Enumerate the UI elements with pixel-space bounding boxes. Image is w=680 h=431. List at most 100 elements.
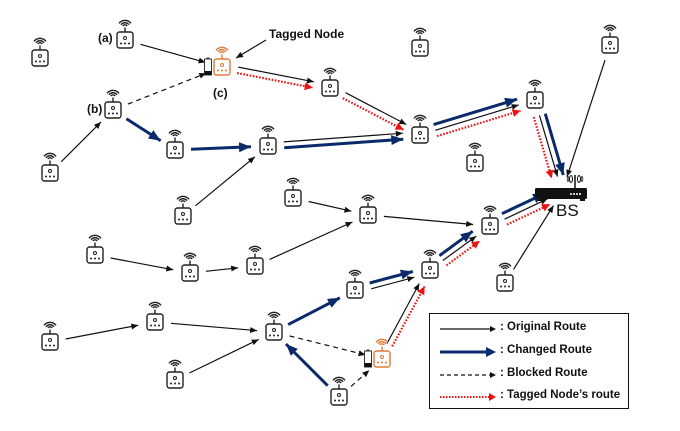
original-route-edge: [566, 60, 606, 177]
wifi-icon: [261, 125, 275, 138]
sensor-node: [166, 359, 184, 389]
sensor-node: [526, 79, 544, 109]
legend-item-blocked: : Blocked Route: [430, 365, 628, 385]
wifi-icon: [106, 89, 120, 102]
tagged-node: [204, 46, 231, 76]
wifi-icon: [413, 114, 427, 127]
tagged-route-edge: [445, 240, 481, 267]
original-route-edge: [140, 43, 206, 64]
wifi-icon: [168, 359, 182, 372]
original-route-edge: [269, 221, 353, 260]
blocked-route-edge: [127, 72, 207, 105]
tagged-route-edge: [236, 71, 313, 91]
original-route-edge: [512, 205, 555, 270]
changed-route-edge: [125, 117, 162, 143]
original-route-edge: [60, 121, 102, 163]
wifi-icon: [348, 269, 362, 282]
wifi-icon: [248, 245, 262, 258]
original-route-edge: [189, 338, 259, 374]
legend-label-tagged: : Tagged Node’s route: [500, 389, 621, 401]
original-route-edge: [283, 130, 403, 143]
sensor-node: [466, 142, 484, 172]
wifi-icon: [118, 19, 132, 32]
tagged-route-edge: [532, 116, 554, 179]
low-battery-icon: [204, 57, 212, 76]
low-battery-icon: [364, 349, 372, 368]
sensor-node: [41, 152, 59, 182]
sensor-node: [86, 234, 104, 264]
wifi-icon: [215, 46, 229, 59]
sensor-node: [246, 245, 264, 275]
sensor-node: [411, 114, 429, 144]
blocked-route-edge: [289, 335, 366, 357]
sensor-node: [321, 67, 339, 97]
sensor-node: [359, 194, 377, 224]
wifi-icon: [528, 79, 542, 92]
sensor-node: [330, 376, 348, 406]
tagged-node: [364, 338, 391, 368]
original-route-edge: [345, 92, 407, 126]
changed-route-edge: [433, 97, 518, 127]
original-route-edge: [538, 115, 559, 177]
tagged-node-annotation: Tagged Node: [269, 27, 345, 41]
legend-item-changed: : Changed Route: [430, 342, 628, 362]
edges-layer: [60, 39, 606, 387]
blocked-route-edge: [350, 369, 370, 387]
sensor-node: [346, 269, 364, 299]
wifi-icon: [267, 311, 281, 324]
wifi-icon: [88, 234, 102, 247]
wifi-icon: [176, 195, 190, 208]
base-station-label: BS: [556, 201, 579, 220]
original-route-edge: [435, 104, 519, 131]
changed-route-edge: [543, 113, 565, 176]
wifi-icon: [286, 177, 300, 190]
wifi-icon: [183, 252, 197, 265]
label-a: (a): [98, 31, 113, 45]
wifi-icon: [168, 129, 182, 142]
original-route-edge: [371, 276, 415, 290]
changed-route-swatch: [440, 347, 496, 357]
original-route-edge: [442, 235, 477, 261]
changed-route-edge: [190, 142, 252, 153]
changed-route-edge: [284, 135, 404, 150]
legend-label-blocked: : Blocked Route: [500, 367, 588, 379]
base-station-router-icon: [535, 175, 587, 201]
original-route-edge: [238, 66, 315, 84]
wifi-icon: [43, 152, 57, 165]
wifi-icon: [323, 67, 337, 80]
wifi-icon: [148, 301, 162, 314]
original-route-swatch: [440, 326, 496, 332]
changed-route-edge: [369, 269, 414, 285]
legend-item-original: : Original Route: [430, 319, 628, 339]
wifi-icon: [468, 142, 482, 155]
sensor-node: [496, 262, 514, 292]
legend-label-changed: : Changed Route: [500, 344, 592, 356]
wifi-icon: [332, 376, 346, 389]
sensor-node: [411, 27, 429, 57]
tagged-route-edge: [506, 203, 551, 226]
original-route-edge: [205, 265, 239, 272]
sensor-node: [181, 252, 199, 282]
wifi-icon: [603, 24, 617, 37]
label-c: (c): [213, 86, 228, 100]
sensor-node: [601, 24, 619, 54]
nodes-layer: [31, 19, 619, 406]
wifi-icon: [33, 37, 47, 50]
tagged-node-pointer-arrow: [235, 39, 267, 59]
label-b: (b): [87, 102, 103, 116]
sensor-node: [116, 19, 134, 49]
original-route-edge: [504, 198, 548, 220]
sensor-node: [41, 321, 59, 351]
sensor-node: [265, 311, 283, 341]
legend-item-tagged: : Tagged Node’s route: [430, 387, 628, 407]
blocked-route-swatch: [440, 372, 496, 378]
original-route-edge: [170, 322, 258, 333]
tagged-route-edge: [391, 285, 426, 347]
original-route-edge: [110, 257, 174, 272]
wifi-icon: [423, 249, 437, 262]
original-route-edge: [65, 323, 139, 340]
wifi-icon: [483, 205, 497, 218]
legend-label-original: : Original Route: [500, 321, 587, 333]
